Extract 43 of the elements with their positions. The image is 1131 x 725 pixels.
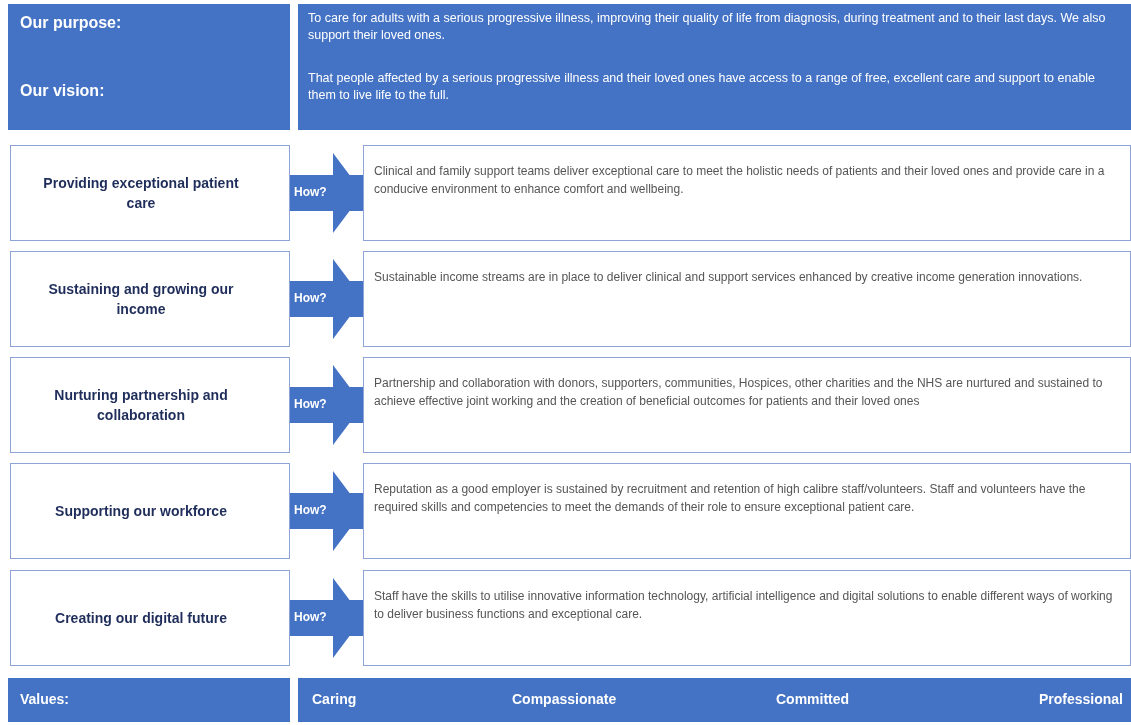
block-arrow [290, 365, 363, 445]
panel-heading: Our purpose: [20, 14, 122, 32]
edge-label: How? [294, 185, 327, 199]
panel-heading: Values: [20, 691, 70, 707]
edge-label: How? [294, 610, 327, 624]
value-word: Committed [776, 691, 850, 707]
goal-box [10, 357, 290, 453]
heading-panel [8, 4, 290, 130]
edge-label: How? [294, 503, 327, 517]
value-word: Compassionate [512, 691, 617, 707]
goal-box [10, 463, 290, 559]
statement-text: To care for adults with a serious progressive illness, improving their quality of life from diagnosis, during treatment and to their last days. We also support their loved ones. [308, 10, 1107, 44]
statement-text: That people affected by a serious progressive illness and their loved ones have access to a range of free, excellent care and support to enable them to live life to the full. [308, 70, 1097, 104]
block-arrow [290, 153, 363, 233]
edge-label: How? [294, 291, 327, 305]
values-panel [8, 678, 290, 722]
description-text: Staff have the skills to utilise innovative information technology, artificial intelligence and digital solutions to enable different ways of working to deliver business functions and exceptional care. [374, 588, 1114, 623]
goal-box [10, 145, 290, 241]
block-arrow [290, 259, 363, 339]
edge-label: How? [294, 397, 327, 411]
value-word: Professional [1038, 691, 1123, 707]
description-text: Clinical and family support teams deliver exceptional care to meet the holistic needs of patients and their loved ones and provide care in a conducive environment to enhance comfort and wellbeing. [374, 163, 1106, 198]
description-box [363, 145, 1131, 241]
goal-title: Creating our digital future [54, 609, 228, 628]
goal-box [10, 570, 290, 666]
statement-panel [298, 4, 1131, 130]
goal-box [10, 251, 290, 347]
description-box [363, 570, 1131, 666]
block-arrow [290, 471, 363, 551]
description-box [363, 463, 1131, 559]
value-word: Caring [312, 691, 357, 707]
description-text: Partnership and collaboration with donors, supporters, communities, Hospices, other charities and the NHS are nurtured and sustained to achieve effective joint working and the creation of beneficial outcomes for patients and their loved ones [374, 375, 1104, 410]
description-text: Sustainable income streams are in place to deliver clinical and support services enhanced by creative income generation innovations. [374, 269, 1084, 286]
goal-title: Sustaining and growing our income [47, 280, 235, 319]
description-box [363, 251, 1131, 347]
panel-heading: Our vision: [20, 82, 105, 100]
goal-title: Nurturing partnership and collaboration [53, 386, 229, 425]
block-arrow [290, 578, 363, 658]
values-bar [298, 678, 1131, 722]
goal-title: Providing exceptional patient care [42, 174, 240, 213]
description-text: Reputation as a good employer is sustained by recruitment and retention of high calibre staff/volunteers. Staff and volunteers have the required skills and competencies to meet the demands of their role to ensure exceptional patient care. [374, 481, 1087, 516]
description-box [363, 357, 1131, 453]
goal-title: Supporting our workforce [54, 502, 228, 521]
